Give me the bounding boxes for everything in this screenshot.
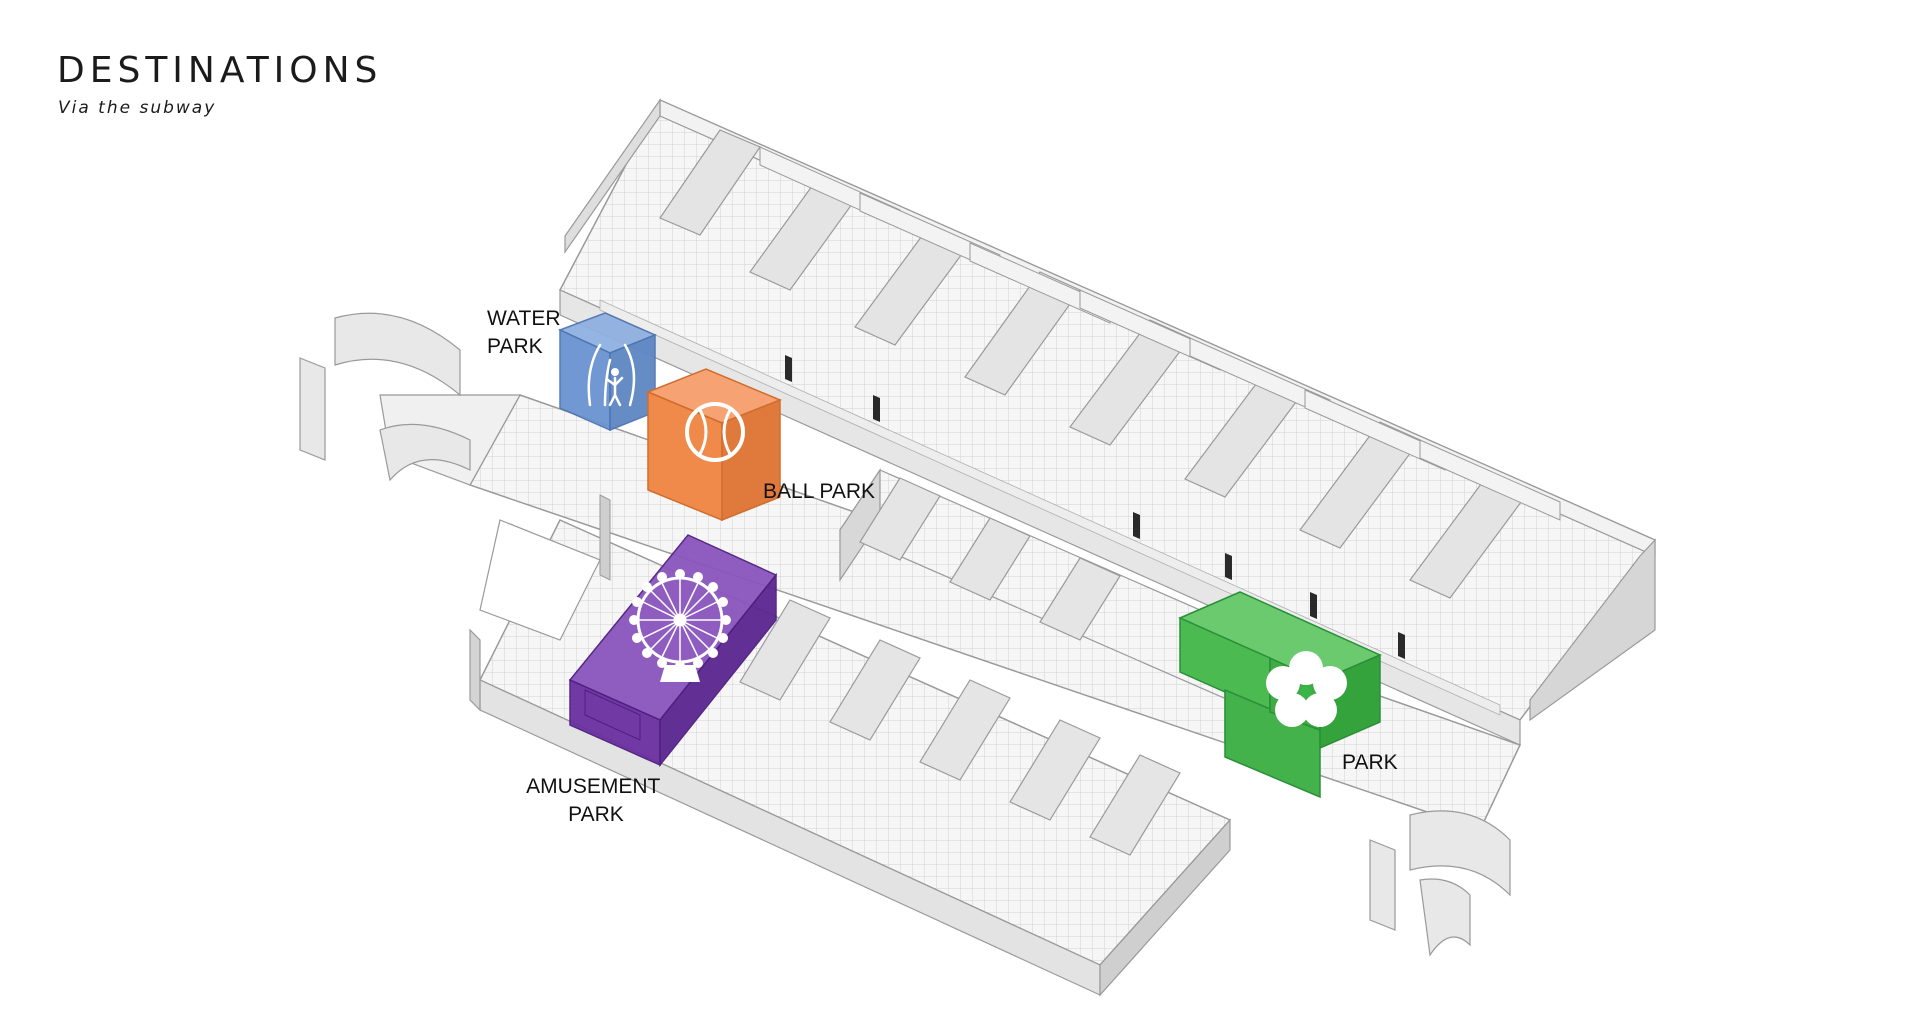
amusement-park-label-line-2: PARK xyxy=(568,803,624,826)
water-park-box[interactable] xyxy=(558,312,657,432)
water-park-label-line-1: WATER xyxy=(487,307,561,330)
diagram-subtitle: Via the subway xyxy=(58,98,217,118)
flower-icon xyxy=(1266,651,1347,727)
diagram-title: DESTINATIONS xyxy=(57,50,383,91)
upper-building-block xyxy=(558,98,1657,746)
park-box[interactable] xyxy=(1178,591,1382,799)
baseball-icon xyxy=(685,402,745,462)
water-park-label-line-2: PARK xyxy=(487,335,543,358)
middle-building-block xyxy=(839,468,1281,706)
ball-park-label-line-1: BALL PARK xyxy=(763,480,875,503)
park-label: PARK xyxy=(1342,751,1398,774)
amusement-park-label-line-1: AMUSEMENT xyxy=(526,775,660,798)
ferris-wheel-icon xyxy=(629,569,731,682)
amusement-park-label: AMUSEMENT PARK xyxy=(526,775,666,826)
amusement-park-box[interactable] xyxy=(568,534,778,768)
entrance-curved-walls xyxy=(299,312,1511,957)
water-park-label: WATER PARK xyxy=(487,307,566,358)
park-label-line-1: PARK xyxy=(1342,751,1398,774)
fountain-child-icon xyxy=(587,343,636,407)
ball-park-box[interactable] xyxy=(646,368,782,522)
ball-park-label: BALL PARK xyxy=(763,480,875,503)
